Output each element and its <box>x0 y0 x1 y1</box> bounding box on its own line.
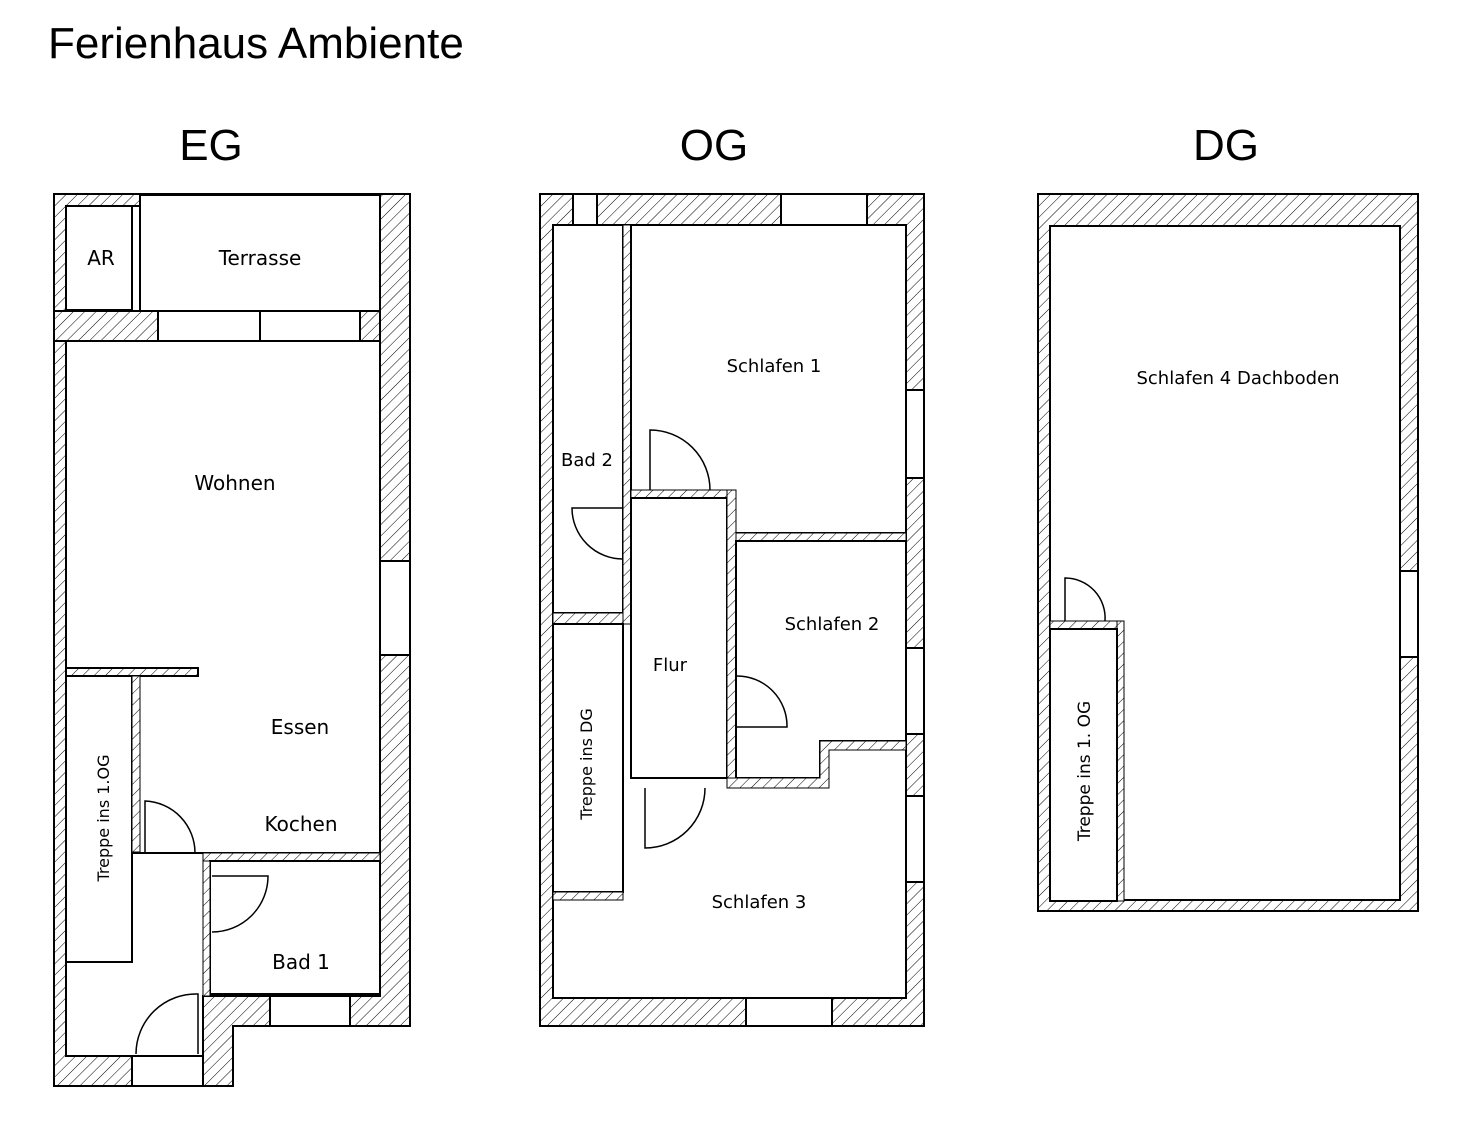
og-door-schlafen2 <box>736 675 788 728</box>
eg-bath-wall-left <box>202 860 211 997</box>
room-label-treppe-og: Treppe ins DG <box>577 708 596 820</box>
eg-window-right <box>379 560 411 656</box>
room-label-treppe-eg: Treppe ins 1.OG <box>94 755 113 883</box>
room-label-kochen: Kochen <box>264 812 337 836</box>
floor-dg-label: DG <box>1193 121 1259 170</box>
og-room-flur <box>630 497 728 779</box>
room-label-schlafen4: Schlafen 4 Dachboden <box>1136 368 1339 389</box>
eg-room-terrasse <box>139 194 381 312</box>
room-label-ar: AR <box>87 246 115 270</box>
og-room-bad2 <box>552 224 624 614</box>
eg-door-bath <box>211 875 269 933</box>
room-label-schlafen1: Schlafen 1 <box>727 356 822 377</box>
og-door-schlafen3 <box>644 787 706 849</box>
floor-eg: EG AR Terrasse Wohnen Essen <box>53 121 411 1087</box>
eg-entrance <box>131 1055 204 1087</box>
eg-stair-wall <box>131 675 141 853</box>
floor-eg-label: EG <box>179 121 243 170</box>
room-label-flur: Flur <box>653 655 688 676</box>
og-door-bad2 <box>571 507 624 560</box>
room-label-terrasse: Terrasse <box>218 246 302 270</box>
og-door-schlafen1 <box>649 429 711 491</box>
eg-window-bottom <box>269 995 351 1027</box>
room-label-bad2: Bad 2 <box>561 450 613 471</box>
eg-room-bad1 <box>209 860 381 995</box>
eg-door-entrance <box>135 993 199 1055</box>
eg-room-treppe <box>65 675 133 963</box>
dg-room-treppe <box>1049 628 1118 902</box>
plan-title: Ferienhaus Ambiente <box>48 19 464 68</box>
eg-door-kitchen <box>144 800 196 854</box>
floor-og: OG Schlafen 1 Bad 2 Flur <box>539 121 925 1027</box>
room-label-schlafen3: Schlafen 3 <box>712 892 807 913</box>
eg-bath-wall <box>202 852 381 862</box>
dg-door <box>1064 577 1106 622</box>
og-room-schlafen1 <box>630 224 907 534</box>
floor-og-label: OG <box>680 121 748 170</box>
room-label-essen: Essen <box>271 715 329 739</box>
room-label-wohnen: Wohnen <box>194 471 275 495</box>
room-label-schlafen2: Schlafen 2 <box>785 614 880 635</box>
eg-partition <box>65 667 199 677</box>
room-label-treppe-dg: Treppe ins 1. OG <box>1075 701 1095 842</box>
floor-dg: DG Schlafen 4 Dachboden Treppe ins 1. OG <box>1037 121 1419 912</box>
room-label-bad1: Bad 1 <box>272 950 330 974</box>
